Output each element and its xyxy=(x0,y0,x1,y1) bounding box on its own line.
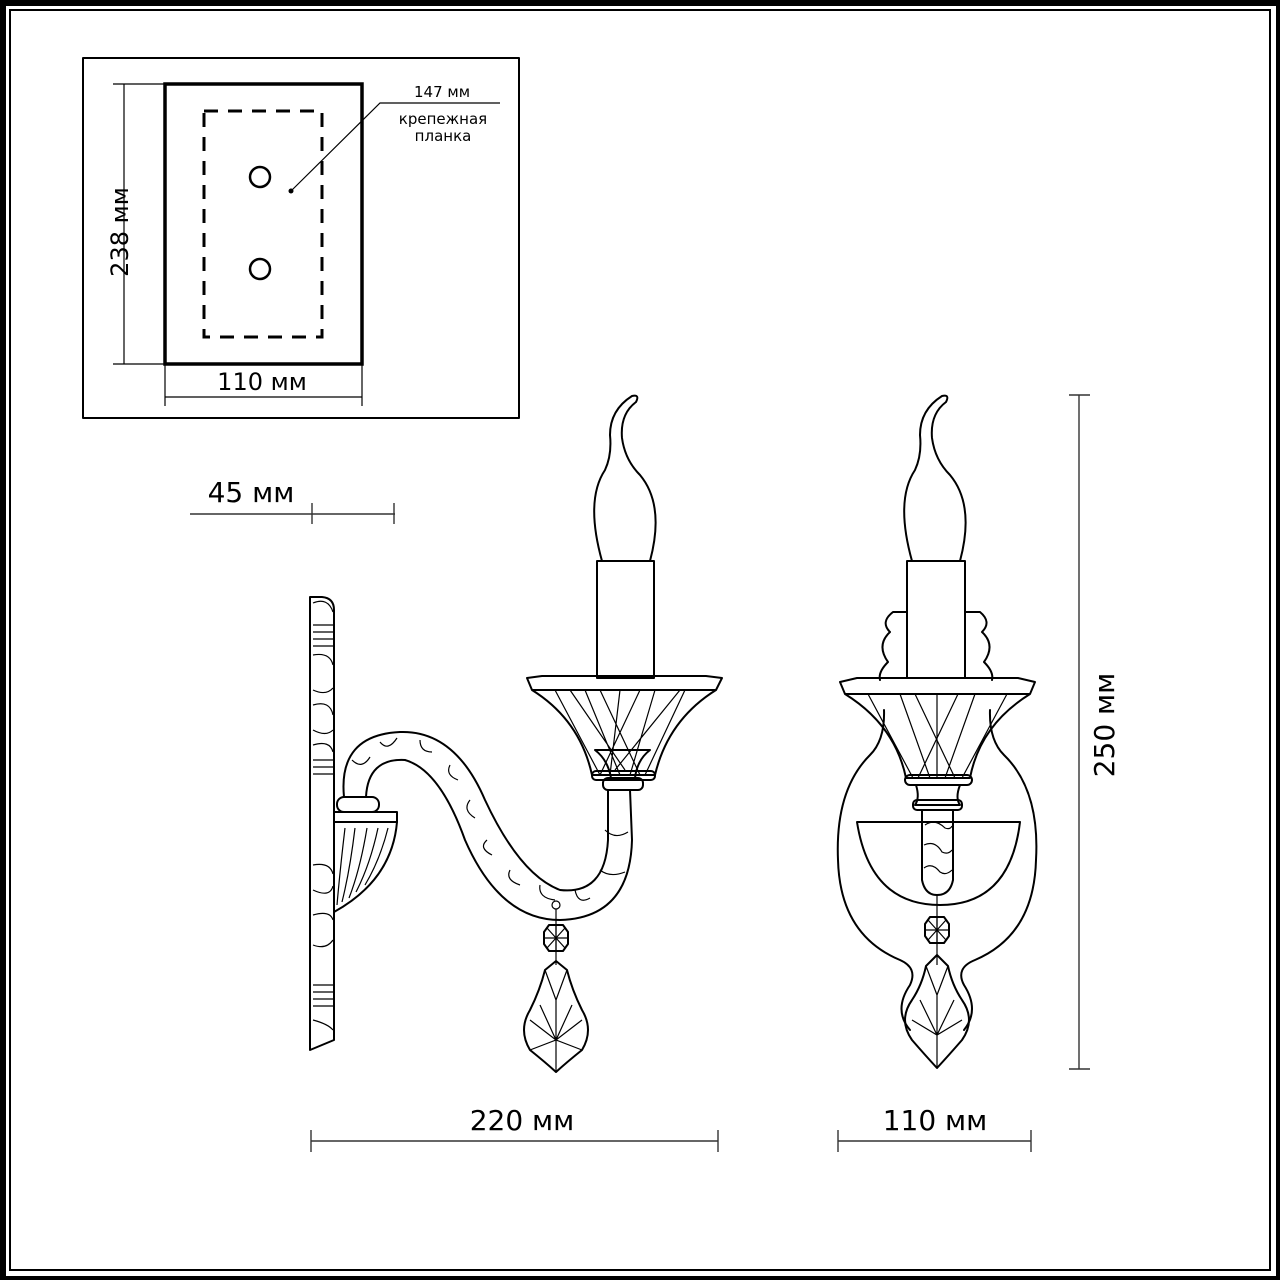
mounting-hole-icon xyxy=(248,165,272,189)
bracket-caption-line1: крепежная xyxy=(399,110,487,128)
backplate xyxy=(309,596,335,1051)
height-dimension: 250 мм xyxy=(1069,394,1121,1070)
front-width-dimension: 110 мм xyxy=(837,1104,1032,1152)
candle-bulb-icon xyxy=(903,394,967,562)
mounting-bracket-dashed xyxy=(202,109,324,339)
octagon-bead-icon xyxy=(543,924,569,952)
octagon-bead-icon xyxy=(924,916,950,944)
side-view xyxy=(309,394,723,1073)
lyre-frame xyxy=(836,709,1038,1031)
plate-height-label: 238 мм xyxy=(106,187,134,277)
side-width-dimension: 220 мм xyxy=(310,1104,719,1152)
plate-width-label: 110 мм xyxy=(217,368,307,396)
height-label: 250 мм xyxy=(1088,673,1121,778)
mounting-hole-icon xyxy=(248,257,272,281)
side-width-label: 220 мм xyxy=(470,1104,575,1137)
front-width-label: 110 мм xyxy=(883,1104,988,1137)
depth-dimension: 45 мм xyxy=(190,476,395,524)
bowl xyxy=(856,821,1021,906)
front-view xyxy=(836,394,1038,1069)
depth-label: 45 мм xyxy=(208,476,295,509)
bracket-spacing-label: 147 мм xyxy=(414,83,470,101)
drawing-frame-inner xyxy=(9,9,1271,1271)
candle-sleeve xyxy=(596,560,655,679)
mounting-plate-inset: 147 мм крепежная планка 238 мм 110 мм xyxy=(82,57,520,419)
mounting-plate-outline xyxy=(163,82,364,366)
inset-box xyxy=(82,57,520,419)
bracket-caption-line2: планка xyxy=(415,127,472,145)
candle-bulb-icon xyxy=(593,394,657,562)
bracket-leader-line xyxy=(290,102,500,192)
candle-sleeve xyxy=(906,560,966,679)
